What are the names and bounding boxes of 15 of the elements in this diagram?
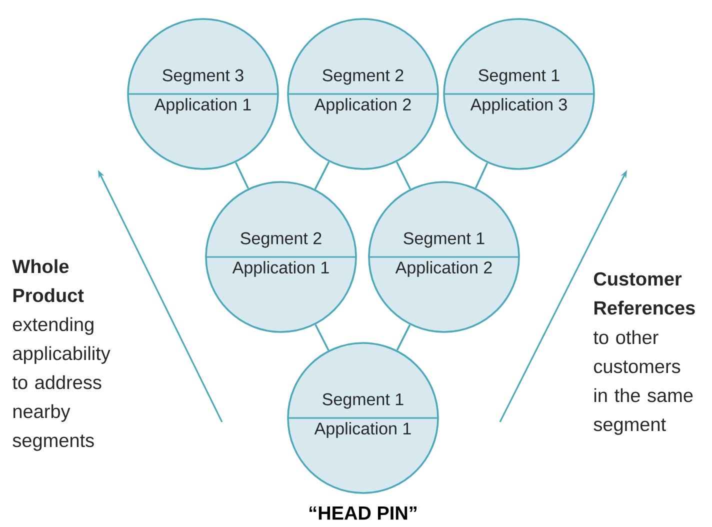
circle-node: Segment 2 Application 2: [287, 18, 439, 170]
connector-line: [234, 162, 250, 189]
circle-node: Segment 1 Application 1: [287, 342, 439, 494]
circle-node: Segment 3 Application 1: [127, 18, 279, 170]
node-label: “HEAD PIN”: [310, 506, 416, 520]
connector-line: [474, 162, 488, 188]
connector-line: [396, 162, 412, 190]
side-note: to other customers in the same segment: [593, 330, 693, 435]
side-note: extending applicability to address nearby segments: [12, 317, 110, 451]
circle-node: Segment 1 Application 2: [368, 181, 520, 333]
circle-node: Segment 1 Application 3: [443, 18, 595, 170]
circle-node: Segment 2 Application 1: [205, 181, 357, 333]
connector-line: [314, 161, 330, 190]
connector-line: [396, 324, 411, 351]
connector-line: [314, 324, 330, 351]
